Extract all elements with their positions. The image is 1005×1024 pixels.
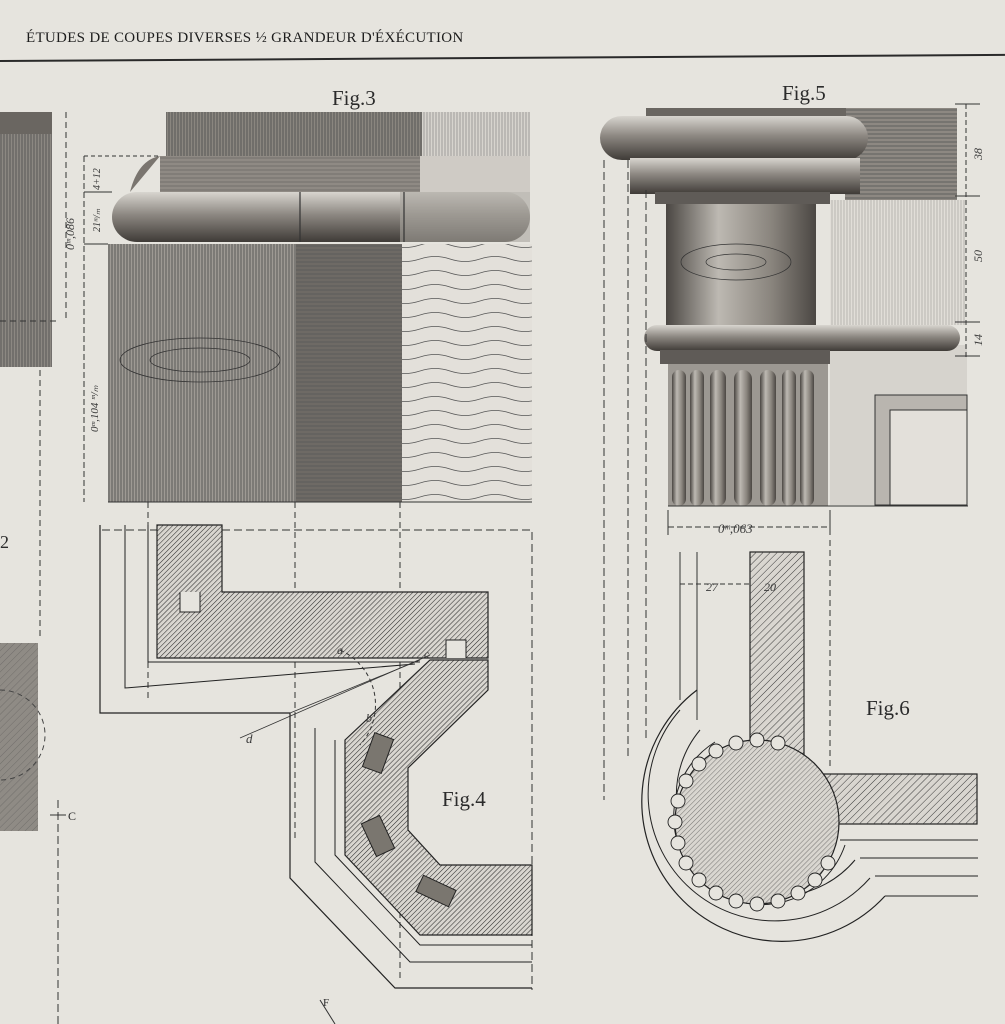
marker-C: C: [68, 809, 76, 823]
fig3-label: Fig.3: [332, 86, 376, 110]
fig3-dim-lower: 0ᵐ,104 ᵐ/ₘ: [89, 385, 101, 432]
fig5-dim-bottom: 14: [971, 334, 985, 346]
fig5-dim-mid: 50: [971, 250, 985, 262]
marker-F: F: [323, 997, 329, 1009]
flute-circles: [667, 732, 836, 912]
marker-b: b: [366, 711, 372, 725]
fig6-dim-width: 0ᵐ,063: [718, 521, 753, 536]
left-fig-number: 2: [0, 532, 9, 552]
figure-6: [641, 540, 978, 942]
left-fragment: [0, 112, 67, 1024]
fig6-dim-left: 27: [706, 580, 719, 594]
figure-3: [83, 112, 532, 503]
marker-a: a: [337, 643, 343, 657]
marker-d: d: [246, 731, 253, 746]
figure-5: [600, 103, 980, 800]
fig6-dim-right: 20: [764, 580, 776, 594]
figure-4: [99, 502, 533, 1024]
fig5-label: Fig.5: [782, 81, 826, 105]
plate-title: ÉTUDES DE COUPES DIVERSES ½ GRANDEUR D'É…: [26, 30, 464, 46]
fig3-dim-total: 0ᵐ,086: [63, 218, 77, 250]
fig6-label: Fig.6: [866, 696, 910, 720]
fig3-dim-top: 4+12: [92, 168, 103, 190]
fig3-dim-mid: 21ᵐ/ₘ: [92, 208, 103, 232]
fig4-label: Fig.4: [442, 787, 486, 811]
fig5-dim-top: 38: [971, 148, 985, 161]
marker-c: c: [424, 647, 430, 661]
